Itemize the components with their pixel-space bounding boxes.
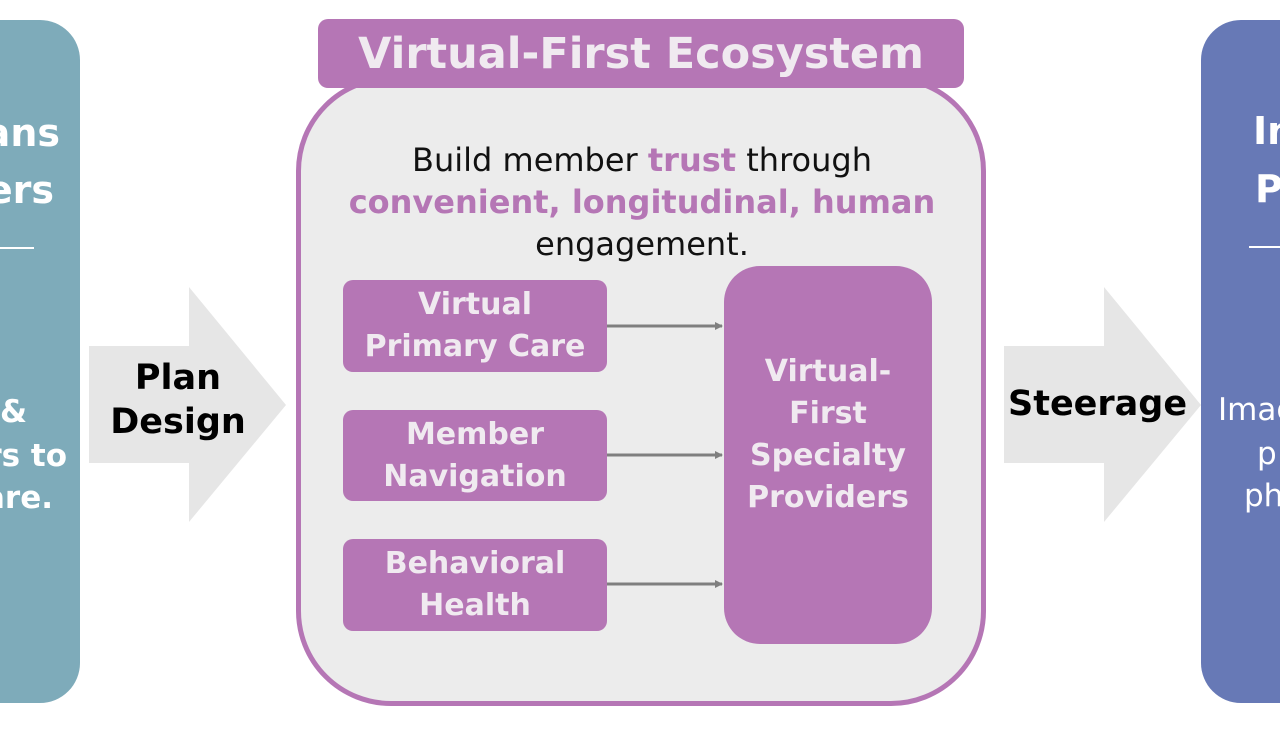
plan-design-arrow xyxy=(89,287,286,522)
virtual-primary-care-box: Virtual Primary Care xyxy=(343,280,607,372)
left-panel-title-line2: ers xyxy=(0,168,54,212)
right-panel-divider xyxy=(1249,246,1280,248)
right-panel-title-line1: In xyxy=(1253,109,1280,153)
behavioral-health-box: Behavioral Health xyxy=(343,539,607,631)
behavioral-health-line2: Health xyxy=(419,588,531,623)
right-panel: In P Imag p ph xyxy=(1201,20,1280,703)
virtual-primary-care-line2: Primary Care xyxy=(364,329,586,364)
steerage-arrow xyxy=(1004,287,1201,522)
tagline-part1: Build member xyxy=(412,141,648,179)
specialty-line2: First xyxy=(789,396,867,431)
tagline-qualities: convenient, longitudinal, human xyxy=(348,183,936,221)
specialty-line3: Specialty xyxy=(750,438,906,473)
ecosystem-tagline: Build member trust through convenient, l… xyxy=(310,139,974,265)
right-panel-body-line1: Imag xyxy=(1218,392,1280,428)
member-navigation-line2: Navigation xyxy=(383,458,567,494)
steerage-label: Steerage xyxy=(1008,384,1188,424)
specialty-providers-box: Virtual- First Specialty Providers xyxy=(724,266,932,644)
member-navigation-line1: Member xyxy=(405,416,545,452)
virtual-primary-care-line1: Virtual xyxy=(418,287,532,322)
left-panel-body-line1: & xyxy=(0,394,27,430)
behavioral-health-line1: Behavioral xyxy=(384,546,566,581)
tagline-part3: through xyxy=(736,141,872,179)
ecosystem-header: Virtual-First Ecosystem xyxy=(318,19,964,88)
left-panel: ans ers & rs to are. xyxy=(0,20,80,703)
tagline-trust: trust xyxy=(647,141,737,179)
plan-design-label: Plan Design xyxy=(96,357,260,445)
right-panel-title-line2: P xyxy=(1255,167,1280,211)
specialty-line4: Providers xyxy=(747,480,909,515)
plan-design-label-line2: Design xyxy=(110,401,246,442)
specialty-line1: Virtual- xyxy=(764,354,892,389)
left-panel-title-line1: ans xyxy=(0,111,60,155)
right-panel-body-line2: p xyxy=(1257,436,1277,472)
tagline-part5: engagement. xyxy=(535,225,749,263)
left-panel-body-line3: are. xyxy=(0,480,53,516)
left-panel-body-line2: rs to xyxy=(0,438,67,474)
member-navigation-box: Member Navigation xyxy=(343,410,607,501)
plan-design-label-line1: Plan xyxy=(134,358,222,398)
right-panel-body-line3: ph xyxy=(1244,478,1280,514)
left-panel-divider xyxy=(0,247,34,249)
